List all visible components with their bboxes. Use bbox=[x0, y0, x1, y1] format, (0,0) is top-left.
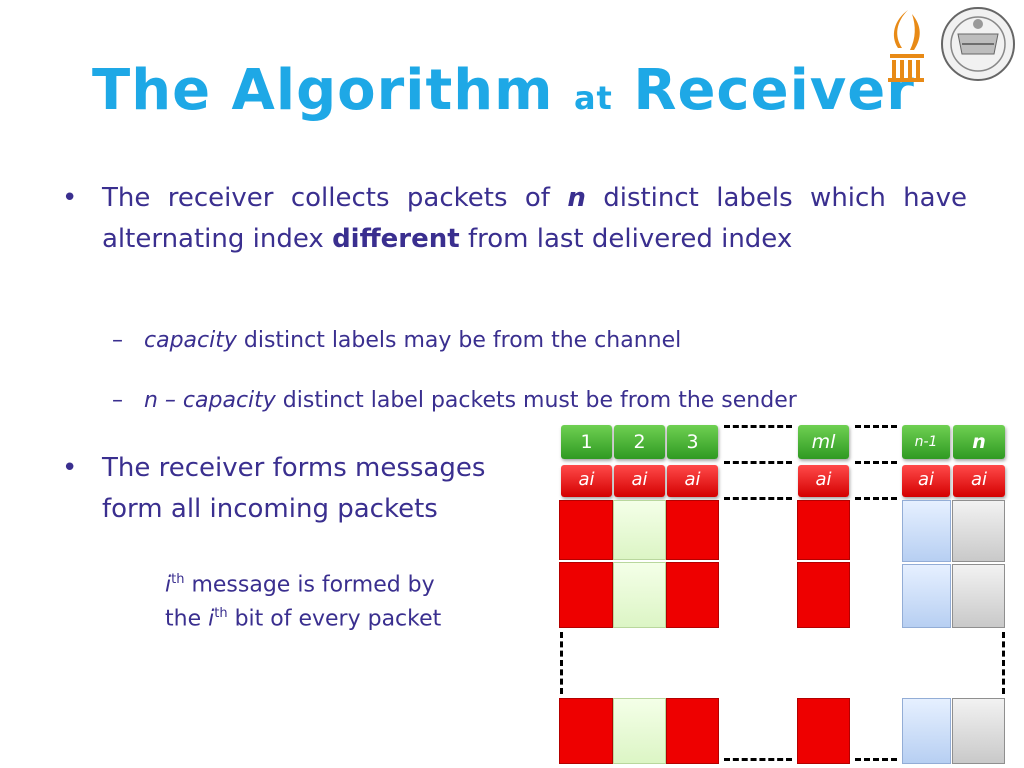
bit-cell bbox=[797, 500, 850, 560]
bullet2-text: The receiver forms messages form all inc… bbox=[102, 453, 486, 524]
title-part-1: The Algorithm bbox=[92, 58, 554, 123]
label-n: n bbox=[953, 425, 1005, 459]
gap-dash bbox=[724, 758, 792, 761]
bullet-receiver-collects: • The receiver collects packets of n dis… bbox=[62, 178, 967, 260]
bit-cell bbox=[952, 500, 1005, 562]
bullet1-n: n bbox=[567, 183, 586, 213]
ith2-th: th bbox=[214, 606, 228, 621]
gap-dash bbox=[855, 497, 897, 500]
sub2-rest: distinct label packets must be from the … bbox=[275, 388, 797, 413]
ith-line-1: ith message is formed by bbox=[165, 572, 435, 597]
gap-dash bbox=[724, 461, 792, 464]
index-ai-2: ai bbox=[614, 465, 665, 497]
gap-dash bbox=[724, 425, 792, 428]
bit-cell bbox=[613, 698, 666, 764]
ith2-i: i bbox=[208, 606, 215, 632]
bullet-dot: • bbox=[62, 453, 78, 483]
bit-cell bbox=[797, 698, 850, 764]
index-ai-ml: ai bbox=[798, 465, 849, 497]
bit-cell bbox=[559, 698, 613, 764]
seal-logo-icon bbox=[941, 7, 1015, 81]
ith1-i: i bbox=[165, 572, 172, 598]
bit-cell bbox=[613, 500, 666, 560]
sub2-italic: n – capacity bbox=[144, 388, 276, 413]
gap-dash bbox=[855, 758, 897, 761]
sub1-italic: capacity bbox=[144, 328, 237, 353]
sub-bullet-capacity: –capacity distinct labels may be from th… bbox=[112, 328, 681, 353]
index-ai-n: ai bbox=[953, 465, 1005, 497]
bullet1-different: different bbox=[332, 224, 460, 254]
label-n-minus-1: n-1 bbox=[902, 425, 950, 459]
bullet1-text-a: The receiver collects packets of bbox=[102, 183, 568, 213]
index-ai-n-minus-1: ai bbox=[902, 465, 950, 497]
bit-cell bbox=[666, 698, 719, 764]
index-ai-3: ai bbox=[667, 465, 718, 497]
ith-line-2: the ith bit of every packet bbox=[165, 606, 441, 631]
university-logos bbox=[888, 7, 1015, 82]
flame-logo-icon bbox=[888, 10, 924, 82]
ith1-rest: message is formed by bbox=[184, 572, 435, 598]
slide-title: The Algorithm at Receiver bbox=[92, 58, 915, 123]
bit-cell bbox=[559, 500, 613, 560]
gap-dash bbox=[724, 497, 792, 500]
bit-cell bbox=[952, 564, 1005, 628]
ith2-rest: bit of every packet bbox=[227, 606, 442, 632]
bullet1-text-b: distinct labels which have alternating i… bbox=[102, 183, 967, 254]
index-ai-1: ai bbox=[561, 465, 612, 497]
ith2-pre: the bbox=[165, 606, 209, 632]
gap-dash bbox=[855, 425, 897, 428]
label-ml: ml bbox=[798, 425, 849, 459]
label-1: 1 bbox=[561, 425, 612, 459]
bullet-receiver-forms: • The receiver forms messages form all i… bbox=[62, 448, 542, 530]
ith1-th: th bbox=[171, 572, 185, 587]
gap-dash bbox=[855, 461, 897, 464]
bit-cell bbox=[902, 500, 951, 562]
title-part-2: at bbox=[573, 79, 613, 117]
bullet-dot: • bbox=[62, 183, 78, 213]
row-gap-dash bbox=[560, 632, 563, 694]
bullet1-text-c: from last delivered index bbox=[459, 224, 793, 254]
label-3: 3 bbox=[667, 425, 718, 459]
bit-cell bbox=[952, 698, 1005, 764]
sub1-rest: distinct labels may be from the channel bbox=[236, 328, 682, 353]
label-2: 2 bbox=[614, 425, 665, 459]
title-part-3: Receiver bbox=[633, 58, 915, 123]
bit-cell bbox=[559, 562, 613, 628]
bit-cell bbox=[902, 698, 951, 764]
sub-bullet-n-minus-capacity: –n – capacity distinct label packets mus… bbox=[112, 388, 797, 413]
bit-cell bbox=[797, 562, 850, 628]
sub-dash: – bbox=[112, 388, 123, 413]
bit-cell bbox=[902, 564, 951, 628]
bit-cell bbox=[666, 500, 719, 560]
row-gap-dash bbox=[1002, 632, 1005, 694]
sub-dash: – bbox=[112, 328, 123, 353]
bit-cell bbox=[666, 562, 719, 628]
bit-cell bbox=[613, 562, 666, 628]
